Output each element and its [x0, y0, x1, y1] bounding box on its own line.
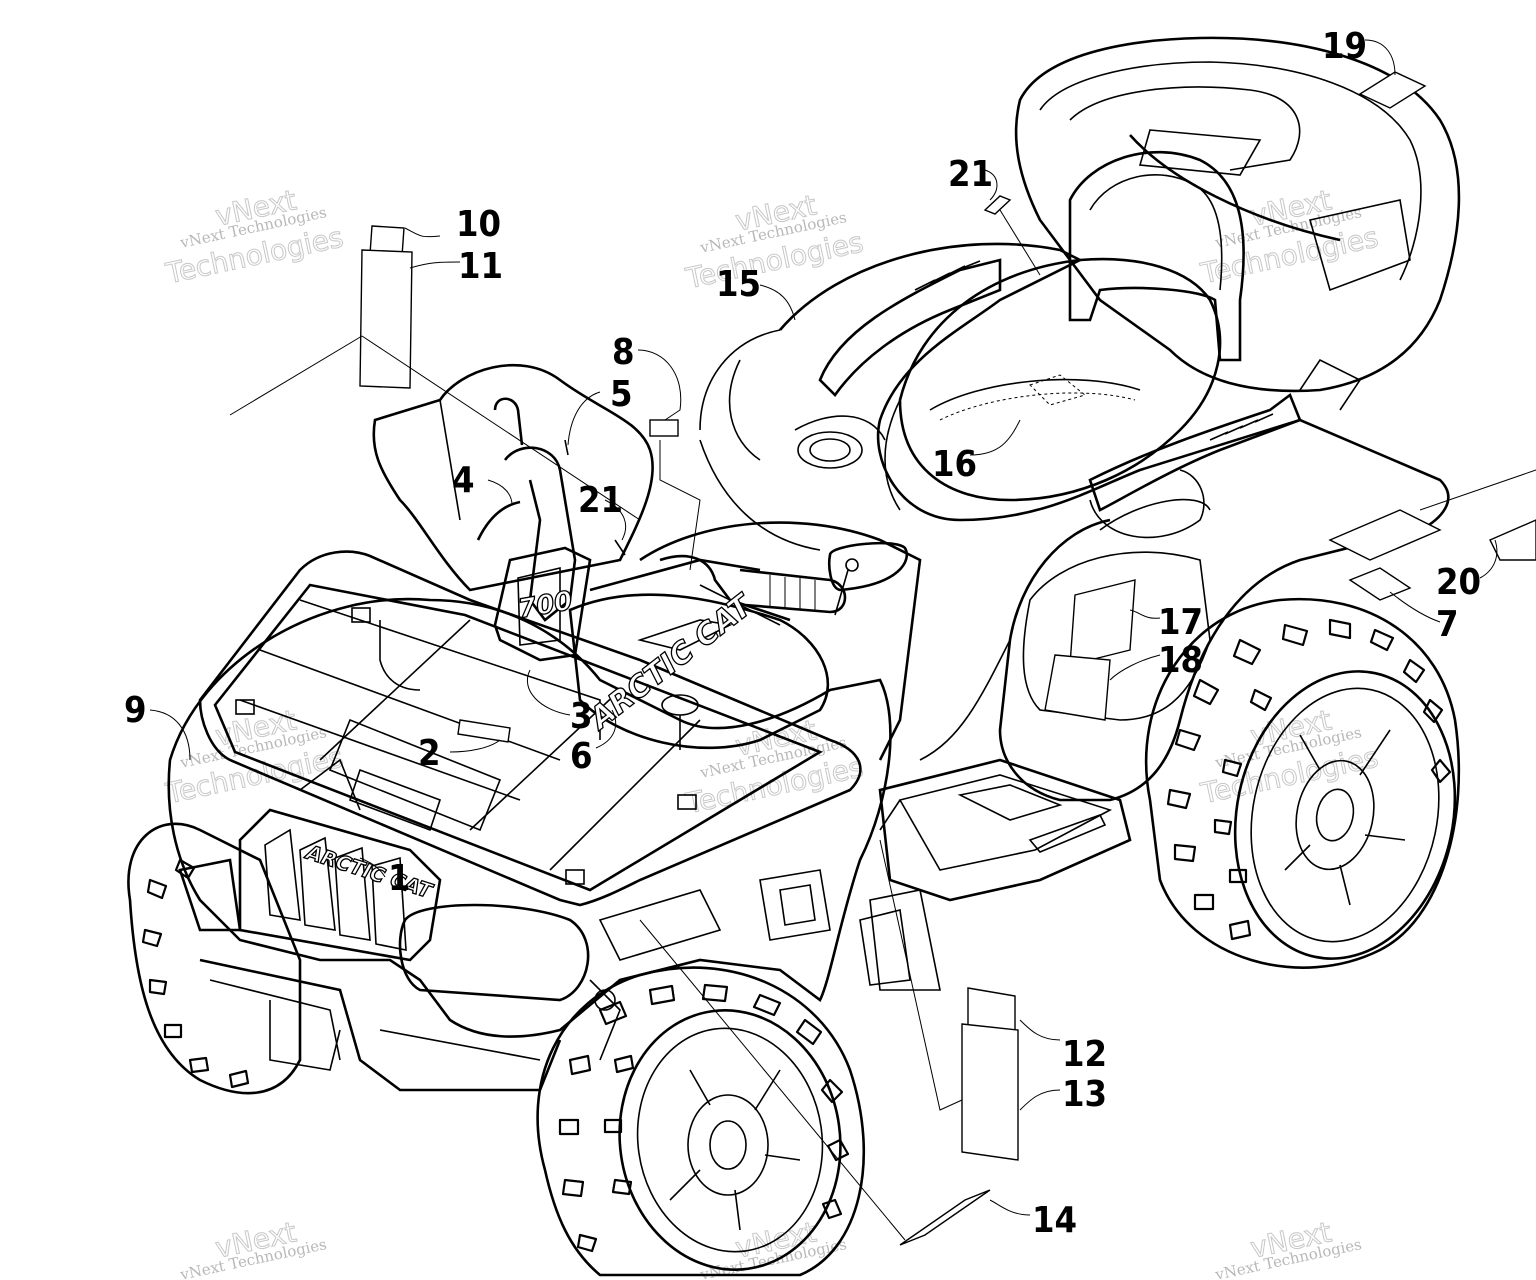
- callout-20: 20: [1436, 562, 1481, 603]
- callout-12: 12: [1062, 1034, 1107, 1075]
- callout-19: 19: [1322, 26, 1367, 67]
- decal-20: [1328, 509, 1442, 561]
- decal-21-front: [614, 539, 626, 556]
- callout-5: 5: [610, 374, 633, 415]
- decal-4: [476, 500, 521, 541]
- callout-3: 3: [570, 696, 593, 737]
- decal-17: [1069, 579, 1136, 666]
- front-right-wheel: [536, 966, 866, 1277]
- decal-7: [1348, 567, 1412, 601]
- callout-1: 1: [388, 858, 411, 899]
- callout-6: 6: [570, 736, 593, 777]
- callout-18: 18: [1158, 640, 1203, 681]
- rear-right-wheel: [1144, 597, 1461, 969]
- callout-14: 14: [1032, 1200, 1077, 1241]
- callout-16: 16: [932, 444, 977, 485]
- handlebar-assembly: 700 ARCTIC CAT: [372, 363, 909, 750]
- decal-parts: [229, 71, 1536, 1246]
- decal-13: [961, 1023, 1019, 1161]
- callout-4: 4: [452, 460, 475, 501]
- decal-8: [649, 419, 679, 437]
- callout-labels: 1 2 3 4 5 6 7 8 9 10 11 12 13 14 15 16 1…: [124, 26, 1481, 1241]
- callout-8: 8: [612, 332, 635, 373]
- decal-21-rear: [983, 195, 1012, 215]
- display-number-text: 700: [516, 586, 575, 625]
- watermark-group: vNext vNext Technologies Technologies vN…: [162, 183, 1382, 1280]
- callout-15: 15: [716, 264, 761, 305]
- seat-and-rear-rack: [818, 36, 1461, 539]
- leader-lines: [149, 39, 1498, 1216]
- decal-18: [1044, 654, 1111, 721]
- callout-21-front: 21: [578, 480, 623, 521]
- callout-13: 13: [1062, 1074, 1107, 1115]
- decal-19: [1358, 71, 1427, 109]
- callout-10: 10: [456, 204, 501, 245]
- callout-17: 17: [1158, 602, 1203, 643]
- callout-11: 11: [458, 246, 503, 287]
- callout-9: 9: [124, 690, 147, 731]
- callout-7: 7: [1436, 604, 1459, 645]
- grille-logo-text: ARCTIC CAT: [302, 839, 436, 903]
- decal-2: [457, 719, 511, 743]
- front-rack: [198, 550, 862, 907]
- decal-11: [359, 249, 413, 389]
- decal-14: [899, 1189, 991, 1246]
- callout-21-rear: 21: [948, 154, 993, 195]
- callout-2: 2: [418, 733, 441, 774]
